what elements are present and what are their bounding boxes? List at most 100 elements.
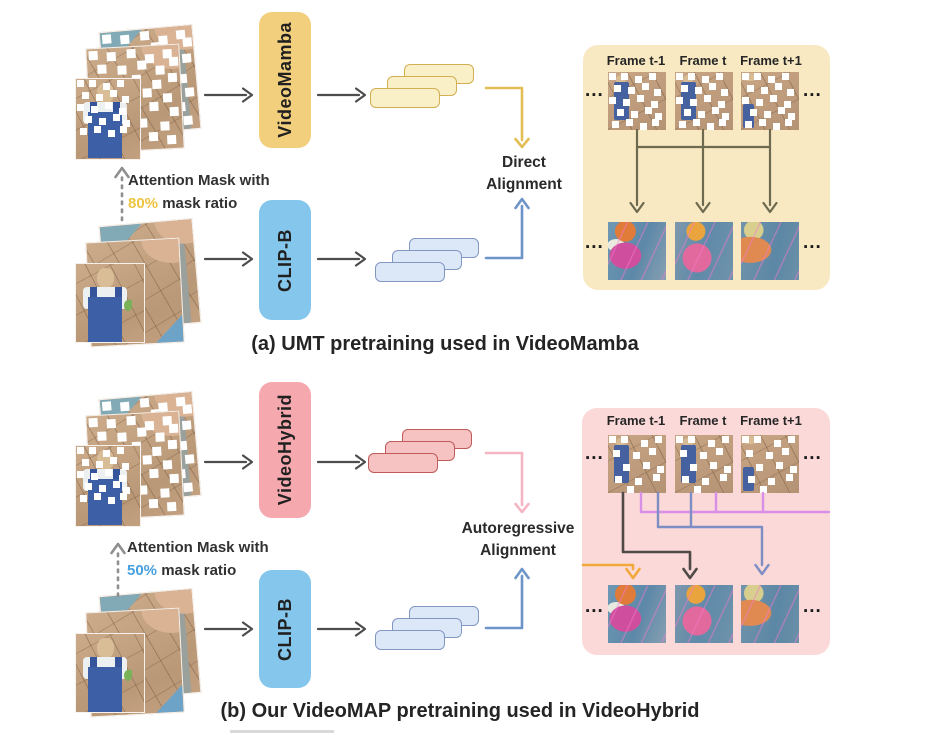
- person-figure: [680, 82, 696, 120]
- person-figure: [613, 445, 629, 483]
- direct-alignment-arrow-top: [484, 86, 530, 149]
- frame-label-b-0: Frame t-1: [606, 413, 666, 428]
- token: [375, 630, 445, 650]
- mask-squares: [676, 436, 683, 443]
- masked-mini-frame-b-1: [675, 435, 733, 493]
- person-figure: [613, 82, 629, 120]
- clip-b-label-a: CLIP-B: [274, 228, 295, 292]
- token: [375, 262, 445, 282]
- mask-squares: [77, 447, 84, 454]
- token: [370, 88, 440, 108]
- person-overalls: [88, 667, 122, 712]
- page-bottom-rule: [230, 730, 334, 733]
- caption-b: (b) Our VideoMAP pretraining used in Vid…: [220, 700, 700, 722]
- mask-note-a-line1: Attention Mask with: [128, 172, 270, 189]
- direct-alignment-line2: Alignment: [486, 176, 562, 194]
- arm-blob: [136, 411, 180, 441]
- person-head: [683, 437, 693, 447]
- clip-token-stack-b: [375, 606, 481, 651]
- masked-mini-frame-b-0: [608, 435, 666, 493]
- clip-b-box-b: CLIP-B: [259, 570, 311, 688]
- frame-label-b-1: Frame t: [679, 413, 727, 428]
- mask-ratio-a-text: mask ratio: [162, 195, 238, 212]
- overall-strap: [90, 469, 97, 482]
- direct-alignment-label: Direct Alignment: [454, 152, 594, 197]
- videomamba-box: VideoMamba: [259, 12, 311, 148]
- autoregressive-alignment-line2: Alignment: [480, 542, 556, 560]
- masked-mini-frame-a-0: [608, 72, 666, 130]
- direct-alignment-line1: Direct: [502, 154, 546, 171]
- mask-squares: [676, 73, 683, 80]
- ellipsis: ...: [585, 443, 604, 464]
- person-head: [616, 74, 626, 84]
- mask-squares: [88, 417, 98, 428]
- ellipsis: ...: [585, 232, 604, 253]
- person-head: [97, 638, 114, 658]
- person-overalls: [88, 112, 122, 158]
- mask-squares: [742, 73, 749, 80]
- videohybrid-box: VideoHybrid: [259, 382, 311, 518]
- masked-mini-frame-a-2: [741, 72, 799, 130]
- mask-squares: [88, 50, 98, 61]
- masked-mini-frame-a-1: [675, 72, 733, 130]
- ellipsis: ...: [585, 596, 604, 617]
- arm-blob: [742, 73, 758, 82]
- person-overalls: [88, 479, 122, 525]
- mask-ratio-a: 80%: [128, 195, 159, 212]
- mask-squares: [101, 401, 112, 411]
- autoregressive-alignment-line1: Autoregressive: [461, 520, 575, 537]
- videomamba-token-stack: [370, 64, 476, 109]
- mask-note-a-line2: 80% mask ratio: [128, 195, 237, 212]
- frame-label-a-2: Frame t+1: [740, 53, 802, 68]
- videohybrid-token-stack: [368, 429, 474, 474]
- person-head: [616, 437, 626, 447]
- mask-squares: [742, 436, 749, 443]
- mask-squares: [101, 34, 112, 44]
- videomamba-label: VideoMamba: [274, 22, 295, 138]
- overall-strap: [113, 102, 120, 115]
- person-figure: [742, 467, 754, 491]
- ellipsis: ...: [585, 80, 604, 101]
- arm-blob: [742, 436, 758, 445]
- autoregressive-alignment-arrow-top: [484, 451, 530, 514]
- clip-b-label-b: CLIP-B: [274, 597, 295, 661]
- frame-label-b-2: Frame t+1: [740, 413, 802, 428]
- frame-label-a-1: Frame t: [679, 53, 727, 68]
- clip-token-stack-a: [375, 238, 481, 283]
- mask-note-b-line2: 50% mask ratio: [127, 562, 236, 579]
- mask-squares: [609, 436, 616, 443]
- ellipsis: ...: [803, 80, 822, 101]
- person-head: [97, 268, 114, 288]
- overall-strap: [115, 287, 122, 300]
- feature-map-a-1: [675, 222, 733, 280]
- arm-blob: [136, 44, 180, 74]
- mask-squares: [609, 73, 616, 80]
- feature-map-b-1: [675, 585, 733, 643]
- overall-strap: [113, 469, 120, 482]
- overall-strap: [90, 287, 97, 300]
- masked-frame-front: [75, 78, 141, 160]
- person-head: [97, 450, 114, 470]
- mask-note-b-line1: Attention Mask with: [127, 539, 269, 556]
- ellipsis: ...: [803, 443, 822, 464]
- person-figure: [680, 445, 696, 483]
- leaf-detail: [124, 300, 132, 311]
- caption-a: (a) UMT pretraining used in VideoMamba: [251, 333, 639, 355]
- clip-b-box-a: CLIP-B: [259, 200, 311, 320]
- frame-label-a-0: Frame t-1: [606, 53, 666, 68]
- person-head: [683, 74, 693, 84]
- overall-strap: [90, 657, 97, 670]
- autoregressive-alignment-label: Autoregressive Alignment: [438, 518, 598, 563]
- person-head: [97, 83, 114, 103]
- person-overalls: [88, 297, 122, 342]
- mask-arrow-a: [114, 166, 130, 222]
- direct-alignment-arrow-bottom: [484, 197, 530, 260]
- leaf-detail: [124, 670, 132, 681]
- person-figure: [742, 104, 754, 128]
- feature-map-b-0: [608, 585, 666, 643]
- videohybrid-label: VideoHybrid: [274, 394, 295, 506]
- masked-mini-frame-b-2: [741, 435, 799, 493]
- token: [368, 453, 438, 473]
- masked-frame-front: [75, 445, 141, 527]
